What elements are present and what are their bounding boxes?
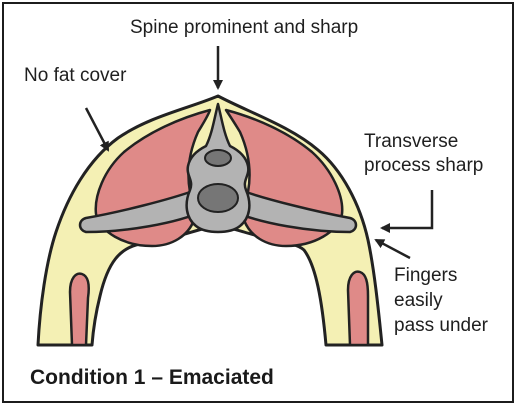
transverse-label-line1: Transverse [364,130,458,154]
fat-arrow [86,108,108,150]
transverse-label-line2: process sharp [364,154,483,178]
spine-label: Spine prominent and sharp [130,16,358,40]
right-leg-muscle [348,272,368,345]
caption: Condition 1 – Emaciated [30,366,274,390]
fingers-arrow [376,240,410,258]
fingers-label-line2: easily [394,289,443,313]
fingers-label-line1: Fingers [394,264,457,288]
left-leg-muscle [70,274,89,345]
spinal-canal [205,150,231,166]
fat-label: No fat cover [24,64,126,88]
fingers-label-line3: pass under [394,314,488,338]
transverse-arrow [382,190,432,228]
vertebral-body [198,184,238,212]
